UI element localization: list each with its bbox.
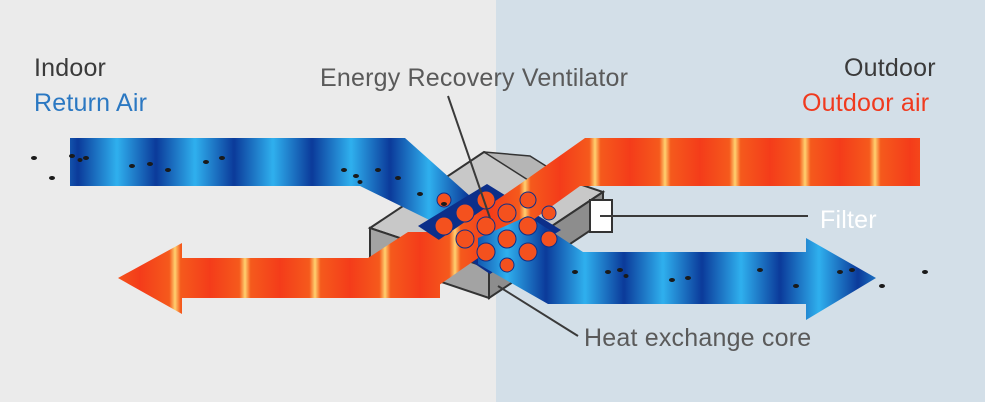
- return-air-cold-stream: [70, 138, 470, 240]
- outdoor-air-hot-stream: [380, 138, 920, 290]
- indoor-label: Indoor: [34, 54, 107, 82]
- filter-label: Filter: [820, 206, 877, 234]
- outdoor-air-label: Outdoor air: [802, 89, 930, 117]
- core-leader-line: [497, 285, 579, 337]
- outdoor-label: Outdoor: [844, 54, 936, 82]
- leader-lines: [447, 95, 808, 337]
- supply-cold-stream: [478, 216, 876, 320]
- exhaust-hot-stream: [118, 232, 440, 314]
- return-air-label: Return Air: [34, 89, 148, 117]
- erv-leader-line: [447, 95, 491, 219]
- core-label: Heat exchange core: [584, 324, 812, 352]
- erv-label: Energy Recovery Ventilator: [320, 64, 629, 92]
- core-channels: [434, 190, 558, 273]
- particles: [31, 154, 928, 288]
